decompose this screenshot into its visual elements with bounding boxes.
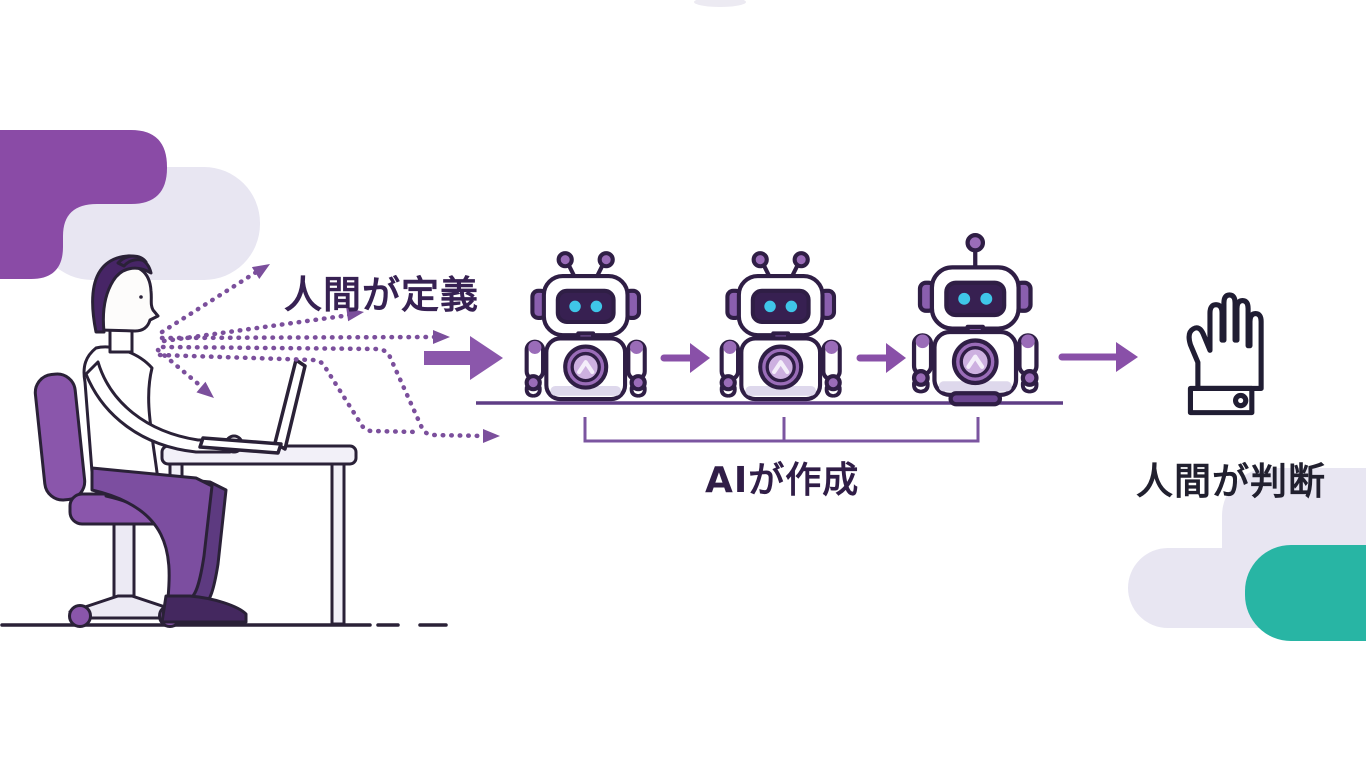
front-leg — [90, 466, 214, 600]
hair-swoosh — [116, 254, 148, 268]
label-human-judges: 人間が判断 — [1136, 460, 1326, 503]
ai-bracket — [583, 417, 980, 443]
label-human-defines: 人間が定義 — [284, 273, 480, 317]
flow-arrows — [660, 342, 1138, 373]
robot-3 — [914, 235, 1037, 404]
neck — [108, 328, 134, 354]
robot-1 — [527, 253, 645, 399]
top-smudge — [694, 0, 746, 7]
laptop-base — [198, 436, 283, 455]
hair — [91, 254, 153, 334]
dotted-instruction-lines — [155, 268, 489, 439]
robot-2 — [722, 253, 840, 399]
eye — [139, 295, 143, 299]
laptop — [198, 358, 307, 455]
corner-blob-top-left — [0, 130, 260, 280]
shoe — [160, 594, 248, 624]
label-ai-creates: AIが作成 — [705, 460, 860, 501]
laptop-screen — [273, 358, 307, 451]
raised-hand-icon — [1186, 292, 1264, 416]
block-arrow — [424, 336, 503, 380]
corner-blob-bottom-right — [1128, 468, 1366, 641]
